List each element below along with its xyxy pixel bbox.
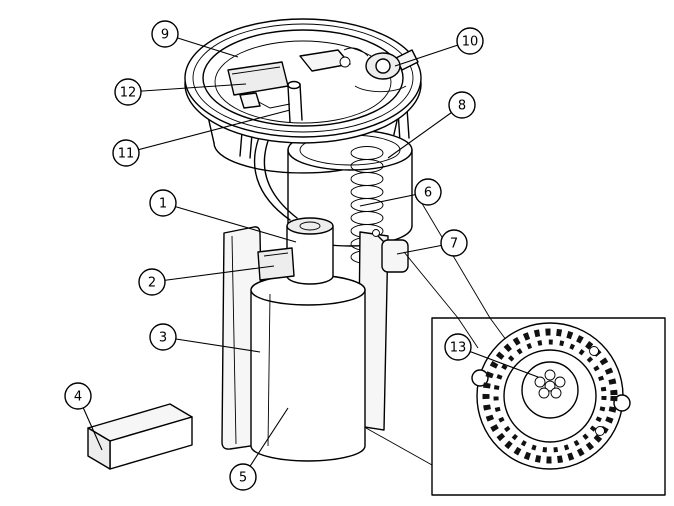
svg-text:11: 11 <box>118 147 135 162</box>
callout-10: 10 <box>394 27 484 67</box>
svg-text:3: 3 <box>159 331 167 346</box>
svg-text:7: 7 <box>450 237 458 252</box>
callout-2: 2 <box>138 265 275 296</box>
strainer-box <box>87 403 193 470</box>
callout-8: 8 <box>387 91 476 159</box>
retainer-bracket <box>227 61 289 109</box>
svg-text:1: 1 <box>159 197 167 212</box>
canister-body <box>250 274 366 462</box>
fuel-pump <box>286 217 334 285</box>
callout-6: 6 <box>359 178 442 207</box>
callout-3: 3 <box>149 323 261 353</box>
level-sender-float <box>372 229 409 273</box>
electrical-connector <box>343 47 419 80</box>
callout-4: 4 <box>64 382 103 451</box>
center-ports <box>534 369 566 399</box>
pump-connector <box>257 247 295 281</box>
vent-tube <box>287 80 303 123</box>
callout-5: 5 <box>229 407 289 491</box>
flange-cover <box>184 18 422 144</box>
callouts: 9 10 12 8 11 6 <box>64 20 539 491</box>
fuel-pump-module <box>87 18 422 470</box>
svg-text:4: 4 <box>74 390 82 405</box>
callout-9: 9 <box>151 20 239 58</box>
svg-text:12: 12 <box>120 86 137 101</box>
callout-12: 12 <box>114 78 247 106</box>
svg-text:6: 6 <box>424 186 432 201</box>
svg-text:9: 9 <box>161 28 169 43</box>
callout-13: 13 <box>444 333 539 378</box>
svg-text:10: 10 <box>462 35 479 50</box>
callout-1: 1 <box>149 189 297 243</box>
callout-11: 11 <box>112 109 291 167</box>
svg-text:13: 13 <box>450 341 467 356</box>
svg-text:5: 5 <box>239 471 247 486</box>
callout-7: 7 <box>396 229 468 257</box>
svg-text:2: 2 <box>148 276 156 291</box>
svg-text:8: 8 <box>458 99 466 114</box>
